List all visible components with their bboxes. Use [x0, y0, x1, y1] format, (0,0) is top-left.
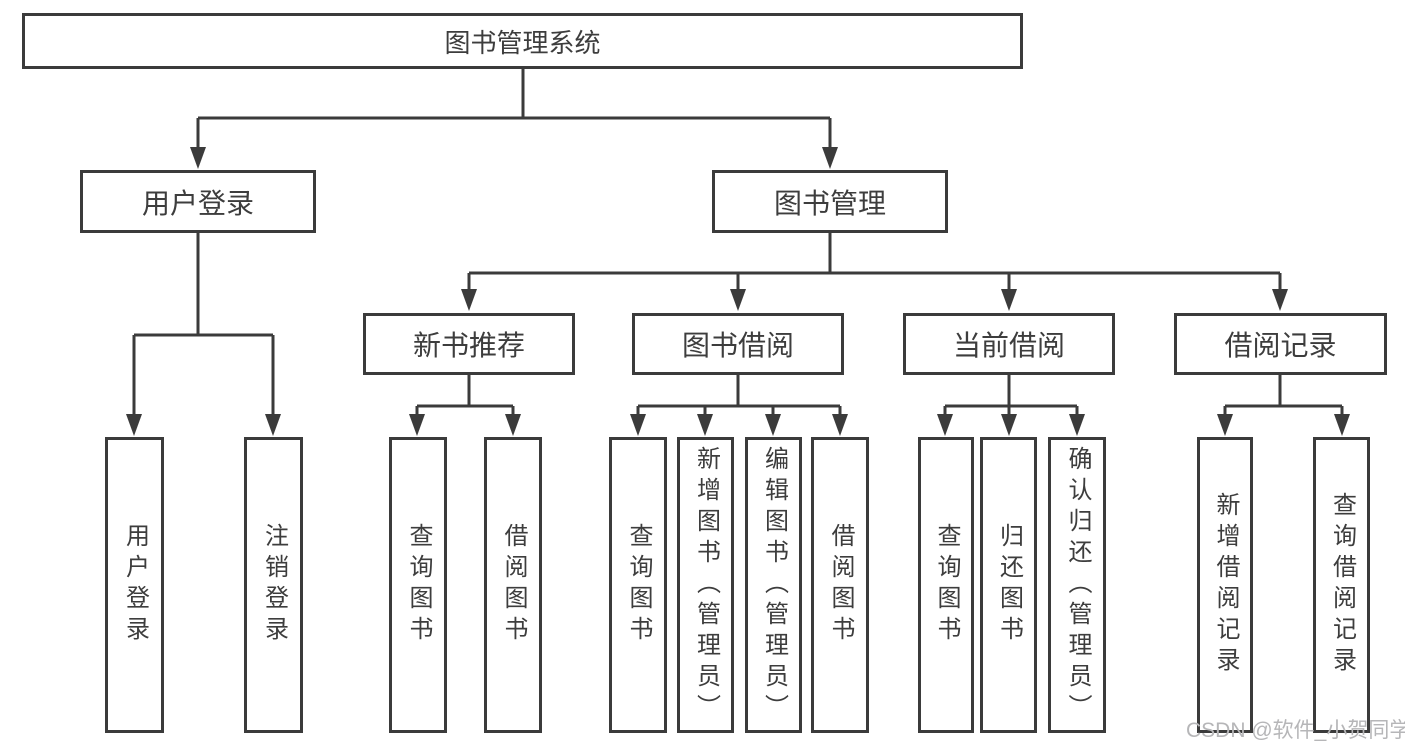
leaf-borrow-books-recommend: 借阅图书: [484, 437, 542, 733]
arrowhead: [505, 414, 521, 436]
arrowhead: [765, 414, 781, 436]
leaf-borrow-books-borrowing-label: 借阅图书: [827, 523, 854, 647]
arrowhead: [1272, 289, 1288, 311]
node-current-borrowing: 当前借阅: [903, 313, 1115, 375]
connector-root-to-level2: [190, 69, 838, 169]
arrowhead: [461, 289, 477, 311]
node-user-login: 用户登录: [80, 170, 316, 233]
leaf-query-books-borrowing-label: 查询图书: [625, 523, 652, 647]
arrowhead: [1001, 289, 1017, 311]
arrowhead: [822, 147, 838, 169]
arrowhead: [1217, 414, 1233, 436]
leaf-logout: 注销登录: [244, 437, 303, 733]
arrowhead: [630, 414, 646, 436]
leaf-borrow-books-recommend-label: 借阅图书: [500, 523, 527, 647]
leaf-query-books-recommend-label: 查询图书: [405, 523, 432, 647]
arrowhead: [409, 414, 425, 436]
leaf-confirm-return-admin: 确认归还（管理员）: [1048, 437, 1106, 733]
leaf-query-books-borrowing: 查询图书: [609, 437, 667, 733]
arrowhead: [697, 414, 713, 436]
arrowhead: [190, 147, 206, 169]
leaf-return-books-label: 归还图书: [995, 523, 1023, 647]
connector-borrowing-records-to-leaves: [1217, 375, 1350, 436]
leaf-logout-label: 注销登录: [260, 523, 288, 647]
leaf-add-book-admin-label: 新增图书（管理员）: [692, 445, 720, 725]
arrowhead: [126, 414, 142, 436]
leaf-user-login: 用户登录: [105, 437, 164, 733]
leaf-query-borrow-record: 查询借阅记录: [1313, 437, 1370, 733]
leaf-user-login-label: 用户登录: [121, 523, 149, 647]
node-new-book-recommendation: 新书推荐: [363, 313, 575, 375]
leaf-add-borrow-record: 新增借阅记录: [1197, 437, 1253, 733]
leaf-edit-book-admin: 编辑图书（管理员）: [745, 437, 802, 733]
arrowhead: [265, 414, 281, 436]
leaf-edit-book-admin-label: 编辑图书（管理员）: [760, 445, 788, 725]
leaf-query-books-current: 查询图书: [918, 437, 974, 733]
arrowhead: [832, 414, 848, 436]
leaf-return-books: 归还图书: [980, 437, 1037, 733]
leaf-query-books-current-label: 查询图书: [933, 523, 960, 647]
arrowhead: [1069, 414, 1085, 436]
arrowhead: [937, 414, 953, 436]
leaf-add-book-admin: 新增图书（管理员）: [677, 437, 734, 733]
leaf-add-borrow-record-label: 新增借阅记录: [1212, 492, 1239, 678]
leaf-query-borrow-record-label: 查询借阅记录: [1328, 492, 1356, 678]
leaf-query-books-recommend: 查询图书: [389, 437, 447, 733]
node-book-borrowing: 图书借阅: [632, 313, 844, 375]
node-library-system: 图书管理系统: [22, 13, 1023, 69]
connector-new-book-recommendation-to-leaves: [409, 375, 521, 436]
arrowhead: [1001, 414, 1017, 436]
connector-user-login-to-leaves: [126, 233, 281, 436]
arrowhead: [1334, 414, 1350, 436]
node-borrowing-records: 借阅记录: [1174, 313, 1387, 375]
leaf-borrow-books-borrowing: 借阅图书: [811, 437, 869, 733]
connector-book-borrowing-to-leaves: [630, 375, 848, 436]
leaf-confirm-return-admin-label: 确认归还（管理员）: [1064, 445, 1091, 725]
arrowhead: [730, 289, 746, 311]
connector-book-management-to-level3: [461, 233, 1288, 311]
watermark: CSDN @软件_小贺同学: [1186, 719, 1405, 742]
node-book-management: 图书管理: [712, 170, 948, 233]
connector-current-borrowing-to-leaves: [937, 375, 1085, 436]
